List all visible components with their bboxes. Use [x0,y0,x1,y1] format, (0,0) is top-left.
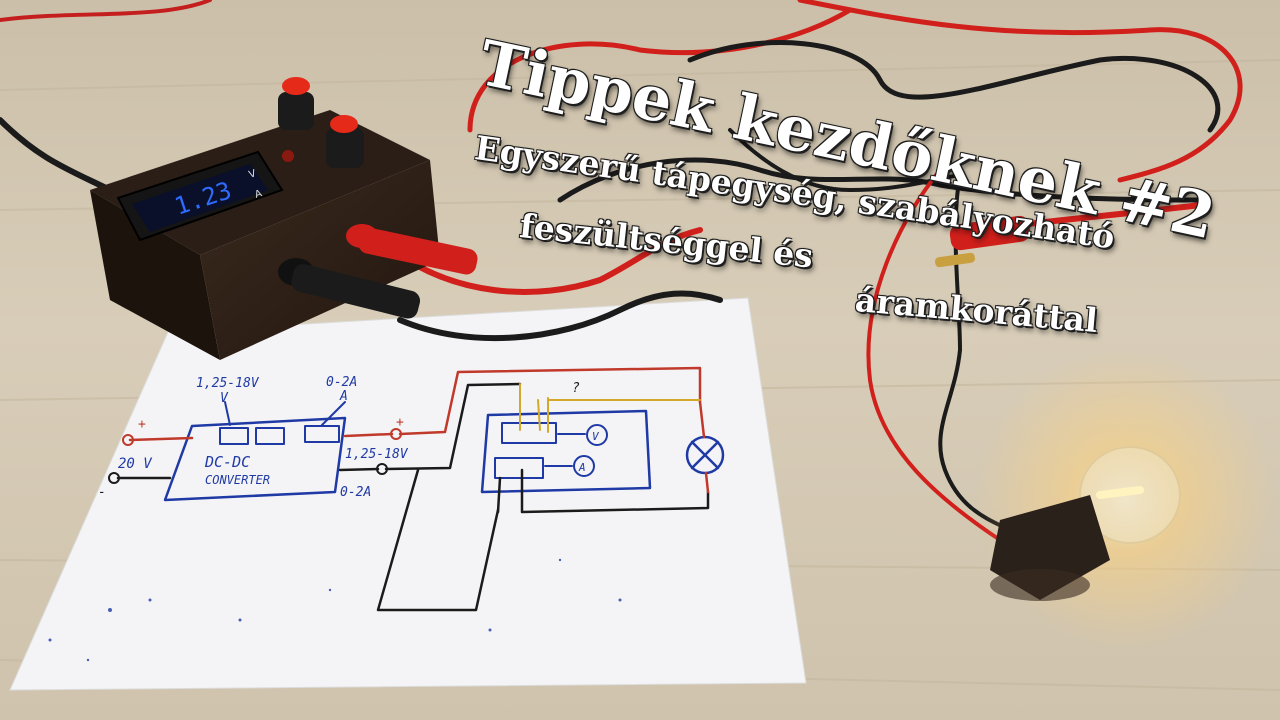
schematic-labels: 1,25-18V V 0-2A A 20 V DC-DC CONVERTER 1… [98,375,600,500]
label-output-current: 0-2A [340,485,371,500]
red-banana-plug [935,215,1031,268]
label-question: ? [572,381,580,396]
label-voltage-range-top: 1,25-18V [196,376,260,391]
label-meter-v: V [592,430,600,443]
circuit-schematic [48,366,725,662]
label-plus-right: + [396,415,404,430]
label-converter-line1: DC-DC [204,453,250,471]
power-supply-box: 1.23 V A [90,77,478,360]
label-output-voltage: 1,25-18V [345,447,409,462]
label-minus-left: - [98,485,106,500]
label-plus-left: + [138,417,146,432]
label-converter-line2: CONVERTER [205,473,270,487]
label-current-range-top: 0-2A [326,375,357,390]
label-a: A [339,389,348,404]
display-unit-a: A [254,188,264,201]
light-bulb [975,350,1275,650]
wires [0,0,1243,542]
paper-sheet [9,297,807,691]
display-unit-v: V [248,168,258,181]
label-v: V [220,391,229,406]
label-input-voltage: 20 V [118,456,153,472]
label-meter-a: A [578,461,586,474]
